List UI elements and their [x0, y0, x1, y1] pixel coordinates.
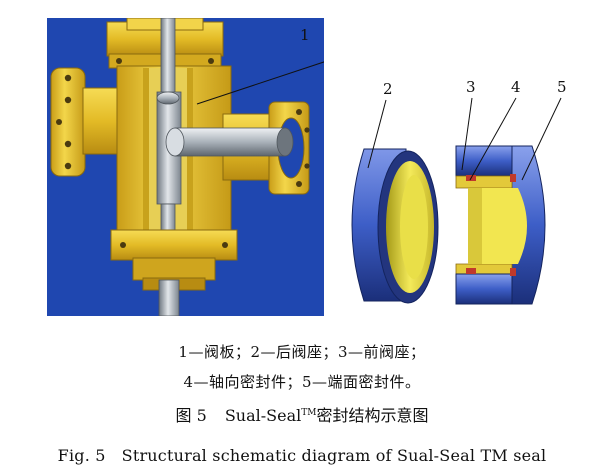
caption-title-cn-prefix: Sual-Seal	[224, 406, 302, 425]
caption-title-cn-trademark: TM	[301, 408, 317, 418]
part-label-3: 3	[466, 78, 476, 96]
caption-legend-line-2: 4—轴向密封件；5—端面密封件。	[183, 373, 421, 391]
part-label-2: 2	[383, 80, 393, 98]
rear-seat-drawing	[351, 148, 439, 304]
caption-figure-number-en: Fig. 5	[57, 446, 106, 465]
figure-illustration: 1 2 3 4 5	[47, 18, 567, 316]
gate-valve-drawing	[47, 18, 324, 316]
part-label-4: 4	[511, 78, 521, 96]
gate-valve-cutaway	[47, 18, 324, 316]
caption-title-cn: 图 5 Sual-SealTM密封结构示意图	[0, 402, 604, 426]
caption-title-cn-suffix: 密封结构示意图	[316, 406, 429, 425]
part-label-5: 5	[557, 78, 567, 96]
caption-legend-line-1: 1—阀板；2—后阀座；3—前阀座；	[178, 343, 426, 361]
leader-lines	[367, 97, 562, 181]
part-label-1: 1	[300, 26, 310, 44]
caption-figure-number-cn: 图 5	[175, 406, 207, 425]
caption-title-en-text: Structural schematic diagram of Sual-Sea…	[121, 446, 547, 465]
caption-title-en: Fig. 5 Structural schematic diagram of Su…	[0, 446, 604, 465]
front-seat-drawing	[455, 145, 546, 305]
